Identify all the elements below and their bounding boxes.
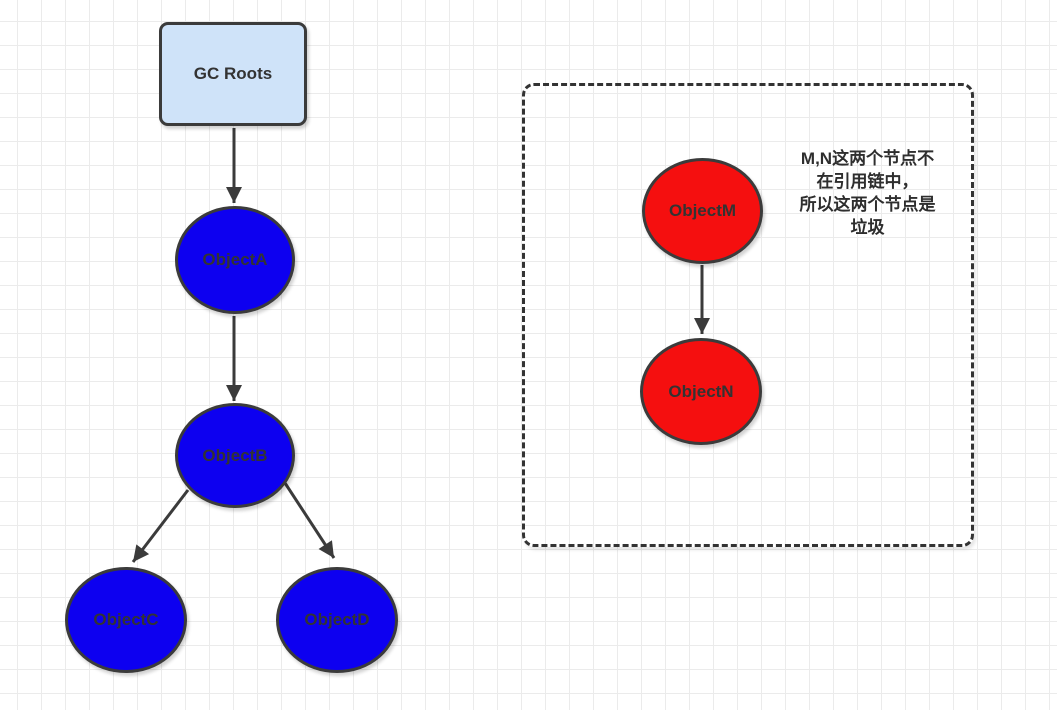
- garbage-annotation-line-3: 所以这两个节点是: [799, 195, 936, 214]
- garbage-annotation-line-2: 在引用链中，: [816, 172, 919, 191]
- garbage-annotation: M,N这两个节点不 在引用链中， 所以这两个节点是 垃圾: [760, 147, 975, 239]
- node-object-d-label: ObjectD: [304, 610, 370, 629]
- garbage-region-dashed-box: [522, 83, 974, 547]
- node-object-m: ObjectM: [642, 158, 763, 264]
- node-object-c: ObjectC: [65, 567, 187, 673]
- node-object-n: ObjectN: [640, 338, 762, 445]
- node-object-d: ObjectD: [276, 567, 398, 673]
- node-object-n-label: ObjectN: [668, 381, 734, 401]
- node-gc-roots-label: GC Roots: [193, 64, 273, 83]
- node-object-m-label: ObjectM: [668, 201, 737, 220]
- edge-objectb-to-objectc: [131, 489, 190, 563]
- node-object-c-label: ObjectC: [93, 610, 159, 629]
- garbage-annotation-line-1: M,N这两个节点不: [800, 149, 935, 168]
- edge-objectb-to-objectd: [283, 482, 336, 559]
- node-object-b: ObjectB: [175, 403, 295, 508]
- node-object-a: ObjectA: [175, 206, 295, 314]
- garbage-annotation-line-4: 垃圾: [850, 218, 885, 237]
- node-object-b-label: ObjectB: [202, 445, 268, 465]
- node-object-a-label: ObjectA: [202, 250, 268, 269]
- node-gc-roots: GC Roots: [159, 22, 307, 126]
